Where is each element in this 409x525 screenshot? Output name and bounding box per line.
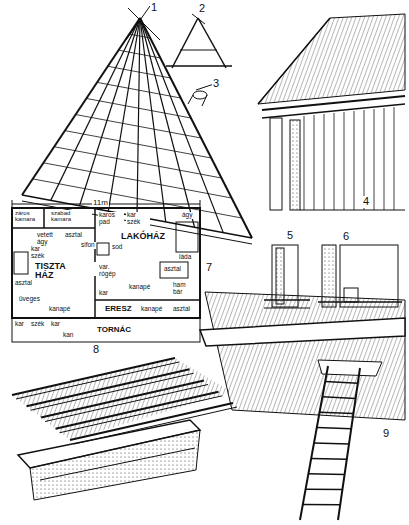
stroke (324, 114, 325, 210)
room-label: sifon (80, 242, 96, 249)
loft-ladder (200, 292, 405, 520)
stroke (334, 113, 335, 210)
callout-number: 9 (382, 428, 390, 440)
peg-joint (188, 84, 214, 106)
stroke (31, 373, 194, 410)
stroke (311, 458, 347, 460)
stroke (86, 98, 191, 118)
floor-plan (12, 200, 200, 342)
room-label: asztal (172, 306, 191, 313)
room-label: kar (98, 290, 109, 297)
room-label: asztal (163, 266, 182, 273)
stroke (325, 381, 358, 383)
room-label: kar (50, 321, 61, 328)
room-label: láda (178, 254, 192, 261)
stroke (314, 443, 349, 444)
room-label: szék (30, 321, 45, 328)
stroke (27, 369, 190, 406)
stroke (354, 111, 355, 210)
room-label: kar szék (30, 246, 52, 260)
stroke (374, 109, 375, 210)
room-label: 11m (92, 199, 109, 207)
stroke (54, 147, 221, 178)
callout-number: 6 (342, 231, 350, 243)
room-label: záros kamara (14, 210, 42, 223)
room-label: kanapé (128, 284, 151, 291)
ceiling-beams (12, 358, 237, 500)
room-label: kanapé (48, 306, 71, 313)
stroke (12, 358, 175, 395)
room-label: kar szék (126, 212, 150, 226)
stroke (140, 18, 195, 227)
stroke (80, 18, 141, 206)
room-label: LAKÓHÁZ (120, 232, 166, 241)
room-label: ERESZ (104, 305, 133, 313)
stroke (108, 66, 171, 78)
room-label: TORNÁC (96, 326, 132, 334)
room-label: var. rógép (98, 264, 124, 278)
stroke (317, 428, 351, 429)
room-label: üveges (18, 296, 41, 303)
stroke (306, 488, 343, 490)
stroke (41, 381, 204, 418)
stroke (137, 18, 140, 217)
callout-number: 8 (92, 344, 100, 356)
room-label: asztal (14, 280, 33, 287)
callout-number: 2 (198, 3, 206, 15)
room-label: ágy (181, 212, 193, 219)
room-label: kanapé (140, 306, 163, 313)
stroke (303, 504, 340, 506)
a-frame (166, 14, 232, 68)
stroke (314, 115, 315, 210)
callout-number: 7 (205, 262, 213, 274)
stroke (76, 115, 201, 138)
room-label: ham bár (172, 282, 196, 296)
stroke (129, 34, 150, 38)
stroke (320, 412, 354, 413)
stroke (364, 110, 365, 210)
stroke (97, 82, 181, 98)
stroke (140, 18, 166, 222)
stroke (119, 50, 161, 58)
stroke (140, 18, 223, 233)
room-label: kar (14, 321, 25, 328)
callout-number: 4 (362, 196, 370, 208)
room-label: kan (62, 332, 74, 339)
stroke (51, 18, 140, 200)
room-label: karos pad (98, 212, 124, 226)
eave-corner (258, 14, 405, 210)
room-label: szabad kamara (50, 210, 92, 223)
stroke (108, 18, 140, 211)
stroke (344, 112, 345, 210)
stroke (394, 107, 395, 210)
room-label: TISZTA HÁZ (34, 262, 82, 281)
stroke (308, 473, 344, 475)
callout-number: 3 (212, 78, 220, 90)
room-label: sod (111, 244, 123, 251)
stroke (45, 385, 208, 422)
callout-number: 1 (150, 2, 158, 14)
stroke (70, 403, 233, 440)
stroke (322, 397, 355, 399)
room-label: asztal (64, 232, 83, 239)
callout-number: 5 (286, 230, 294, 242)
stroke (43, 163, 231, 198)
stroke (16, 362, 179, 399)
stroke (384, 108, 385, 210)
stroke (65, 131, 211, 158)
room-label: vetett ágy (36, 232, 64, 246)
stroke (304, 116, 305, 210)
